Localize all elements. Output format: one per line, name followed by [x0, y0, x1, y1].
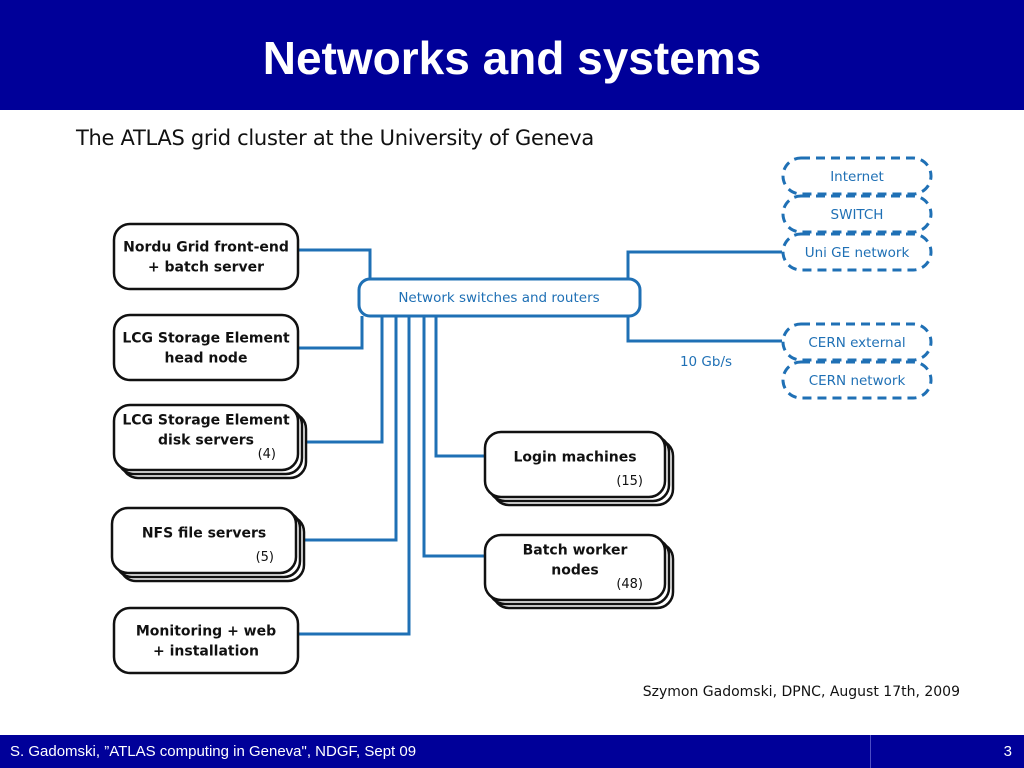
diagram-shapes: Network switches and routers 10 Gb/s Nordu… [110, 156, 933, 675]
node-batch-workers: Batch worker nodes (48) [483, 533, 675, 610]
node-nfs-servers: NFS file servers (5) [110, 506, 306, 583]
connector-nfs [305, 316, 398, 542]
external-cern-external-label: CERN external [808, 335, 905, 351]
external-cern-network-label: CERN network [809, 373, 906, 389]
node-nfs-servers-count: (5) [256, 550, 274, 565]
node-login-label: Login machines [513, 450, 636, 466]
node-login-frame [483, 430, 667, 499]
author-credit: Szymon Gadomski, DPNC, August 17th, 2009 [642, 684, 960, 700]
node-nordu-grid-label: Nordu Grid front-end [123, 240, 289, 256]
node-disk-servers: LCG Storage Element disk servers (4) [112, 403, 308, 480]
external-cern-network: CERN network [781, 360, 933, 400]
connector-storage-head [298, 316, 364, 350]
network-hub-box [357, 277, 642, 318]
node-batch-workers-count: (48) [616, 577, 643, 592]
node-disk-servers-label: LCG Storage Element [122, 413, 290, 429]
page-number: 3 [1003, 743, 1012, 760]
node-login: Login machines (15) [483, 430, 675, 507]
node-nordu-grid-frame [112, 222, 300, 291]
node-nfs-servers-label: NFS file servers [142, 526, 266, 542]
external-switch: SWITCH [781, 194, 933, 234]
connector-disk-servers [307, 316, 384, 444]
node-storage-head-frame [112, 313, 300, 382]
external-cern-external-frame [781, 322, 933, 362]
title-bar: Networks and systems [0, 0, 1024, 110]
node-nfs-servers-frame [110, 506, 298, 575]
footer-bar: S. Gadomski, ”ATLAS computing in Geneva"… [0, 735, 1024, 768]
external-internet-label: Internet [830, 169, 884, 185]
connector-batch-workers [422, 316, 485, 558]
external-cern-external: CERN external [781, 322, 933, 362]
slide-subtitle: The ATLAS grid cluster at the University… [76, 126, 594, 150]
footer-text: S. Gadomski, ”ATLAS computing in Geneva"… [10, 743, 417, 760]
external-uni-ge: Uni GE network [781, 232, 933, 272]
network-hub-label: Network switches and routers [398, 290, 599, 306]
connector-cern [626, 316, 782, 343]
external-internet-frame [781, 156, 933, 196]
slide-title: Networks and systems [262, 32, 762, 84]
external-switch-label: SWITCH [831, 207, 884, 223]
node-monitoring-label: Monitoring + web [136, 624, 276, 640]
external-uni-ge-label: Uni GE network [805, 245, 910, 261]
link-speed-label: 10 Gb/s [680, 354, 732, 370]
external-internet: Internet [781, 156, 933, 196]
node-login-count: (15) [616, 474, 643, 489]
connector-uni-ge [626, 250, 782, 280]
connector-nordu-grid [298, 248, 372, 280]
connector-lines [298, 248, 782, 636]
node-monitoring-frame [112, 606, 300, 675]
node-batch-workers-label: nodes [551, 563, 598, 579]
external-switch-frame [781, 194, 933, 234]
external-uni-ge-frame [781, 232, 933, 272]
node-storage-head-label: head node [165, 351, 248, 367]
external-cern-network-frame [781, 360, 933, 400]
node-monitoring-label: + installation [153, 644, 259, 660]
node-monitoring: Monitoring + web + installation [112, 606, 300, 675]
node-batch-workers-label: Batch worker [523, 543, 628, 559]
footer-divider [870, 735, 871, 768]
connector-monitoring [298, 316, 411, 636]
node-batch-workers-frame [483, 533, 667, 602]
node-disk-servers-label: disk servers [158, 433, 254, 449]
node-disk-servers-frame [112, 403, 300, 472]
node-storage-head: LCG Storage Element head node [112, 313, 300, 382]
node-nordu-grid: Nordu Grid front-end + batch server [112, 222, 300, 291]
node-nordu-grid-label: + batch server [148, 260, 264, 276]
node-disk-servers-count: (4) [258, 447, 276, 462]
node-storage-head-label: LCG Storage Element [122, 331, 290, 347]
connector-login [434, 316, 485, 458]
